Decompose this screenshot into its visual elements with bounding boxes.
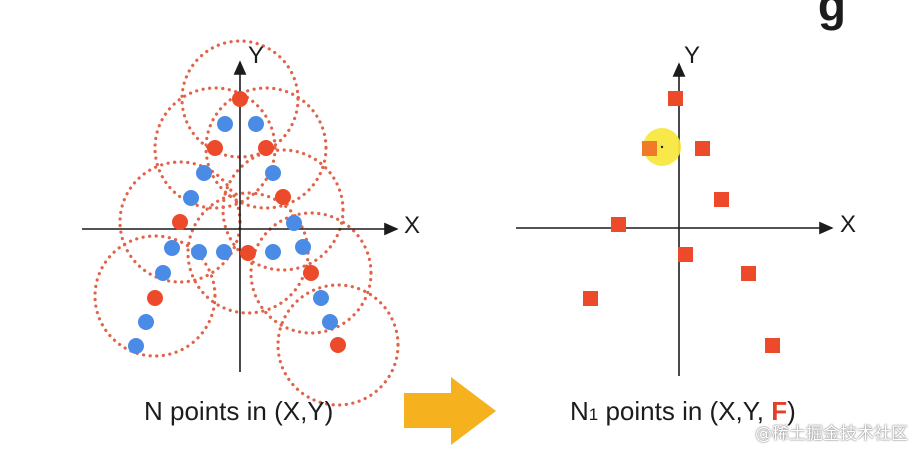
feature-square (611, 217, 626, 232)
red-point (207, 140, 223, 156)
blue-point (286, 215, 302, 231)
blue-point (295, 239, 311, 255)
blue-point (265, 244, 281, 260)
feature-square (583, 291, 598, 306)
right-panel (516, 62, 834, 376)
neighborhood-circle (153, 86, 277, 210)
right-arrow-icon (404, 377, 496, 445)
right-caption-subscript: 1 (588, 405, 599, 424)
feature-square (668, 91, 683, 106)
blue-point (322, 314, 338, 330)
blue-point (216, 244, 232, 260)
feature-square (695, 141, 710, 156)
blue-point (313, 290, 329, 306)
neighborhood-circle (93, 234, 217, 358)
blue-point (196, 165, 212, 181)
feature-square (714, 192, 729, 207)
left-circles (93, 39, 400, 407)
red-point (240, 245, 256, 261)
blue-point (248, 116, 264, 132)
left-red-points (147, 91, 346, 353)
neighborhood-circle (221, 148, 345, 272)
red-point (232, 91, 248, 107)
right-caption-feature: F (771, 396, 788, 426)
left-x-axis-label: X (404, 212, 421, 239)
right-caption-middle: points in (X,Y, (598, 396, 772, 426)
neighborhood-circle (204, 86, 328, 210)
blue-point (191, 244, 207, 260)
red-point (330, 337, 346, 353)
right-caption: N1 points in (X,Y, F) (570, 396, 796, 427)
blue-point (183, 190, 199, 206)
cursor-dot (660, 145, 664, 149)
blue-point (164, 240, 180, 256)
neighborhood-circle (276, 283, 400, 407)
right-x-axis-label: X (840, 211, 857, 238)
feature-square (741, 266, 756, 281)
blue-point (138, 314, 154, 330)
blue-point (155, 265, 171, 281)
red-point (172, 214, 188, 230)
neighborhood-circle (249, 211, 373, 335)
red-point (275, 189, 291, 205)
right-squares (583, 91, 780, 353)
red-point (303, 265, 319, 281)
blue-point (128, 338, 144, 354)
feature-square (678, 247, 693, 262)
left-panel (82, 39, 400, 407)
left-caption: N points in (X,Y) (144, 396, 334, 426)
right-caption-prefix: N (570, 396, 589, 426)
blue-point (265, 165, 281, 181)
left-blue-points (128, 116, 338, 354)
watermark: @稀土掘金技术社区 (755, 424, 908, 444)
feature-square (765, 338, 780, 353)
right-caption-suffix: ) (787, 396, 796, 426)
right-y-axis-label: Y (684, 42, 701, 69)
red-point (147, 290, 163, 306)
left-y-axis-label: Y (248, 42, 265, 69)
blue-point (217, 116, 233, 132)
title-fragment: g (817, 0, 846, 31)
red-point (258, 140, 274, 156)
feature-square (642, 141, 657, 156)
